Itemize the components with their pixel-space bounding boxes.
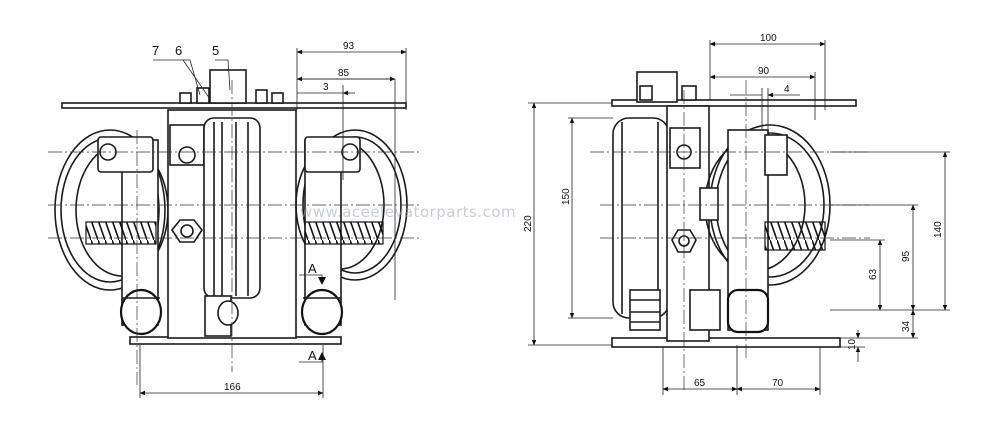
dim-90: 90 <box>758 66 770 77</box>
part-labels: 7 6 5 A A <box>152 43 317 363</box>
dim-220: 220 <box>523 215 534 232</box>
right-guide-wheel <box>689 124 831 334</box>
dim-93: 93 <box>343 41 355 52</box>
dim-34: 34 <box>901 320 912 332</box>
dim-70: 70 <box>772 378 784 389</box>
right-base-plate <box>611 337 841 348</box>
dim-10: 10 <box>847 338 858 350</box>
section-label-top: A <box>308 261 317 276</box>
left-guide-wheel-left <box>54 129 169 336</box>
dim-4: 4 <box>784 84 790 95</box>
part-label-7: 7 <box>152 43 159 58</box>
dim-63: 63 <box>868 268 879 280</box>
dim-100: 100 <box>760 33 777 44</box>
section-label-bottom: A <box>308 348 317 363</box>
dim-85: 85 <box>338 68 350 79</box>
part-label-6: 6 <box>175 43 182 58</box>
left-dimension-labels: 93 85 3 166 <box>224 41 355 393</box>
left-guide-wheel-right <box>295 129 408 336</box>
dim-95: 95 <box>901 250 912 262</box>
dim-3: 3 <box>323 82 329 93</box>
dim-166: 166 <box>224 382 241 393</box>
dim-140: 140 <box>933 221 944 238</box>
right-view <box>528 40 950 395</box>
part-label-5: 5 <box>212 43 219 58</box>
right-dimension-labels: 100 90 4 220 150 140 95 63 34 10 65 70 <box>523 33 944 389</box>
watermark: www.aceelevatorparts.com <box>300 203 516 221</box>
dim-65: 65 <box>694 378 706 389</box>
dim-150: 150 <box>561 188 572 205</box>
left-view <box>48 48 420 398</box>
